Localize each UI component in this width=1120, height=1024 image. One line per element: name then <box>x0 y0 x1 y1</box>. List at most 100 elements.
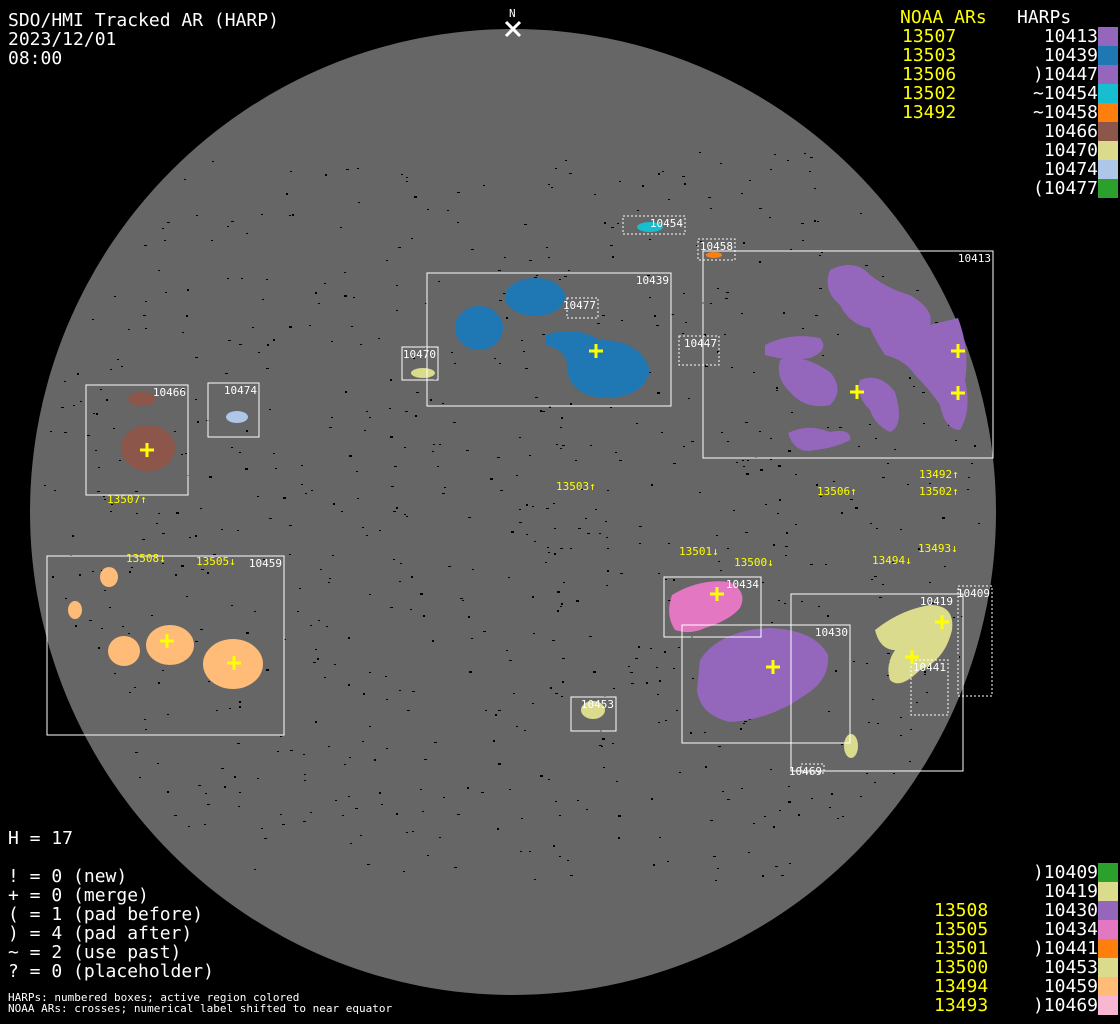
region-10439 <box>455 278 650 398</box>
harp-box-label: 10458 <box>700 240 733 253</box>
harp-box[interactable] <box>570 696 617 732</box>
noaa-cross-icon <box>905 650 919 664</box>
harp-color-swatch <box>1098 160 1118 179</box>
region-10458 <box>706 252 722 258</box>
harp-number: )10469 <box>1032 995 1098 1016</box>
noaa-label: 13494↓ <box>872 554 912 567</box>
harp-box-label: 10474 <box>224 384 257 397</box>
active-regions <box>68 222 968 758</box>
harp-box-label: 10419 <box>920 595 953 608</box>
harp-number: )10409 <box>1032 862 1098 883</box>
status-count-line: ? = 0 (placeholder) <box>8 961 214 982</box>
harp-box[interactable] <box>957 585 993 697</box>
noaa-cross-icon <box>140 443 154 457</box>
north-label: N <box>509 7 516 20</box>
harp-number: 10434 <box>1043 919 1098 940</box>
harp-box-label: 10413 <box>958 252 991 265</box>
harp-box[interactable] <box>702 250 994 459</box>
region-10413 <box>765 265 968 451</box>
noaa-cross-icon <box>850 385 864 399</box>
harp-number: ~10454 <box>1032 83 1098 104</box>
noaa-label: 13507↑ <box>107 493 147 506</box>
harp-box-label: 10441 <box>913 661 946 674</box>
harp-box[interactable] <box>426 272 672 407</box>
harp-color-swatch <box>1098 65 1118 84</box>
footnote-noaa: NOAA ARs: crosses; numerical label shift… <box>8 1002 393 1015</box>
harp-box[interactable] <box>85 384 189 496</box>
harp-number: 10470 <box>1043 140 1098 161</box>
harp-box-label: 10447 <box>684 337 717 350</box>
harp-color-swatch <box>1098 122 1118 141</box>
region-10454 <box>637 222 663 232</box>
noaa-label: 13492↑ <box>919 468 959 481</box>
harp-box[interactable] <box>46 555 285 736</box>
harp-box[interactable] <box>790 593 964 772</box>
noaa-cross-icon <box>160 634 174 648</box>
noaa-ar-number: 13494 <box>934 976 989 997</box>
harp-box[interactable] <box>663 576 762 638</box>
harp-box[interactable] <box>207 382 260 438</box>
harp-box-label: 10466 <box>153 386 186 399</box>
harp-number: 10453 <box>1043 957 1098 978</box>
noaa-ar-number: 13503 <box>902 45 957 66</box>
region-10434 <box>669 581 743 633</box>
harp-box-label: 10434 <box>726 578 759 591</box>
noaa-header: NOAA ARs <box>900 7 987 28</box>
harp-color-swatch <box>1098 103 1118 122</box>
harp-number: ~10458 <box>1032 102 1098 123</box>
noaa-ar-number: 13507 <box>902 26 957 47</box>
harp-box[interactable] <box>910 659 949 716</box>
harp-box-label: 10454 <box>650 217 683 230</box>
noaa-label: 13506↑ <box>817 485 857 498</box>
harp-box-label: 10469 <box>789 765 822 778</box>
status-count-line: ) = 4 (pad after) <box>8 923 193 944</box>
harp-box[interactable] <box>681 624 851 744</box>
harp-box-label: 10470 <box>403 348 436 361</box>
page-title: SDO/HMI Tracked AR (HARP) <box>8 10 279 31</box>
region-10430 <box>697 628 829 722</box>
harp-color-swatch <box>1098 46 1118 65</box>
harp-box-label: 10477 <box>563 299 596 312</box>
time: 08:00 <box>8 48 63 69</box>
status-count-line: ( = 1 (pad before) <box>8 904 204 925</box>
north-x-icon <box>504 20 522 38</box>
footnote-harps: HARPs: numbered boxes; active region col… <box>8 991 300 1004</box>
harp-color-swatch <box>1098 27 1118 46</box>
harp-color-swatch <box>1098 920 1118 939</box>
noaa-ar-number: 13508 <box>934 900 989 921</box>
harp-box[interactable] <box>566 297 599 319</box>
sunspot-specks <box>44 152 980 881</box>
harp-number: 10419 <box>1043 881 1098 902</box>
noaa-ar-number: 13506 <box>902 64 957 85</box>
harp-color-swatch <box>1098 977 1118 996</box>
harp-color-swatch <box>1098 84 1118 103</box>
noaa-ar-number: 13502 <box>902 83 957 104</box>
harp-number: 10466 <box>1043 121 1098 142</box>
harp-color-swatch <box>1098 958 1118 977</box>
harp-box-label: 10430 <box>815 626 848 639</box>
noaa-label: 13493↓ <box>918 542 958 555</box>
harp-box[interactable] <box>678 335 720 366</box>
noaa-ar-number: 13501 <box>934 938 989 959</box>
status-count-line: ! = 0 (new) <box>8 866 128 887</box>
region-10474 <box>226 411 248 423</box>
harp-number: 10459 <box>1043 976 1098 997</box>
noaa-labels: 13507↑13503↑13506↑13492↑13502↑13508↓1350… <box>107 468 959 569</box>
noaa-ar-number: 13500 <box>934 957 989 978</box>
noaa-label: 13502↑ <box>919 485 959 498</box>
noaa-cross-icon <box>589 344 603 358</box>
harp-box[interactable] <box>697 238 736 261</box>
noaa-ar-number: 13493 <box>934 995 989 1016</box>
noaa-cross-icon <box>951 344 965 358</box>
noaa-cross-icon <box>951 386 965 400</box>
noaa-label: 13500↓ <box>734 556 774 569</box>
status-count-line: ~ = 2 (use past) <box>8 942 182 963</box>
harp-box[interactable] <box>401 346 439 381</box>
harp-box-label: 10409 <box>957 587 990 600</box>
noaa-cross-icon <box>766 660 780 674</box>
harp-color-swatch <box>1098 863 1118 882</box>
harp-box-label: 10439 <box>636 274 669 287</box>
harp-color-swatch <box>1098 939 1118 958</box>
status-count-line: + = 0 (merge) <box>8 885 149 906</box>
